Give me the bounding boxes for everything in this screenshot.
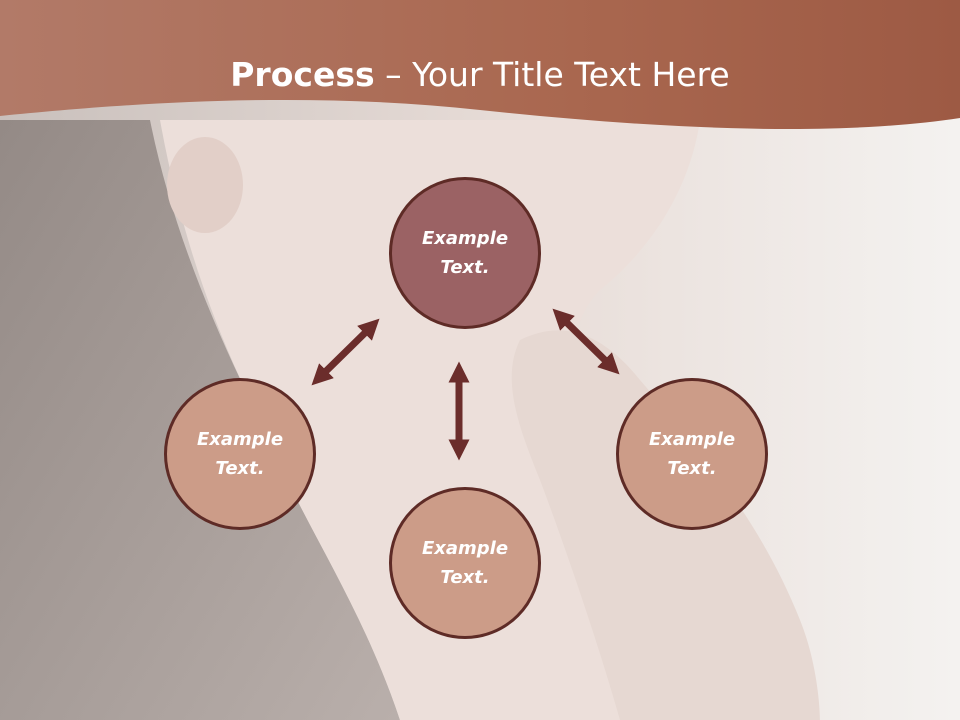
node-bottom-text: Example Text. bbox=[421, 538, 509, 588]
process-node-left: Example Text. bbox=[164, 378, 316, 530]
header-band bbox=[0, 0, 960, 130]
slide-title: Process – Your Title Text Here bbox=[0, 54, 960, 96]
title-rest: – Your Title Text Here bbox=[374, 55, 730, 94]
arrow-top-right bbox=[552, 308, 620, 375]
arrow-top-left bbox=[311, 318, 380, 386]
process-node-right: Example Text. bbox=[616, 378, 768, 530]
title-bold: Process bbox=[230, 55, 375, 94]
process-node-top: Example Text. bbox=[389, 177, 541, 329]
ear-shape bbox=[167, 137, 243, 233]
node-right-text: Example Text. bbox=[648, 429, 736, 479]
node-top-text: Example Text. bbox=[421, 228, 509, 278]
process-node-bottom: Example Text. bbox=[389, 487, 541, 639]
node-left-text: Example Text. bbox=[196, 429, 284, 479]
